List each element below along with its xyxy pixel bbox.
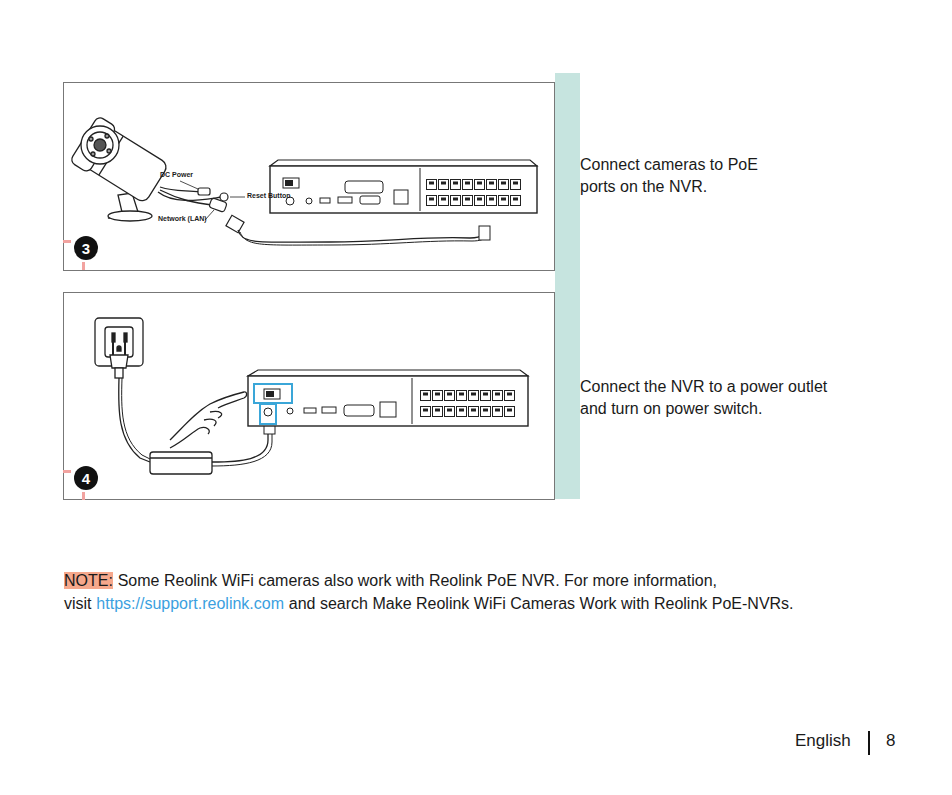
camera xyxy=(70,116,172,221)
dc-cable xyxy=(212,432,272,466)
callout-number: 4 xyxy=(74,466,98,490)
network-cable xyxy=(240,228,488,245)
page-number: 8 xyxy=(886,731,895,751)
note-text: and search Make Reolink WiFi Cameras Wor… xyxy=(289,595,794,612)
step-panel xyxy=(64,293,555,500)
rj45-plug xyxy=(479,226,490,240)
callout-number: 3 xyxy=(82,240,90,257)
part-label: DC Power xyxy=(160,171,193,178)
corner-mark xyxy=(63,470,71,473)
note-keyword: NOTE: xyxy=(64,572,113,589)
network-cable xyxy=(238,228,485,242)
hand xyxy=(170,392,247,448)
corner-mark xyxy=(82,492,85,500)
power-cable xyxy=(122,378,150,459)
power-cable xyxy=(119,378,150,462)
footer-divider xyxy=(868,731,870,755)
step-panel xyxy=(64,83,555,271)
step-text: Connect the NVR to a power outlet and tu… xyxy=(580,376,842,420)
dc-cable xyxy=(212,432,268,462)
side-band xyxy=(555,73,580,499)
nvr xyxy=(248,370,528,426)
note: NOTE:Some Reolink WiFi cameras also work… xyxy=(64,569,809,615)
wall-outlet xyxy=(95,318,143,378)
corner-mark xyxy=(63,240,71,243)
link: https://support.reolink.com xyxy=(96,595,284,612)
step-text: Connect cameras to PoE ports on the NVR. xyxy=(580,154,790,198)
callout-number: 4 xyxy=(82,470,90,487)
corner-mark xyxy=(82,262,85,270)
footer-language: English xyxy=(795,731,851,751)
callout-number: 3 xyxy=(74,236,98,260)
connectors xyxy=(198,188,244,233)
power-adapter xyxy=(150,452,212,474)
part-label: Reset Button xyxy=(247,192,291,199)
leader-lines xyxy=(180,181,245,220)
nvr xyxy=(270,160,537,213)
part-label: Network (LAN) xyxy=(158,215,207,222)
